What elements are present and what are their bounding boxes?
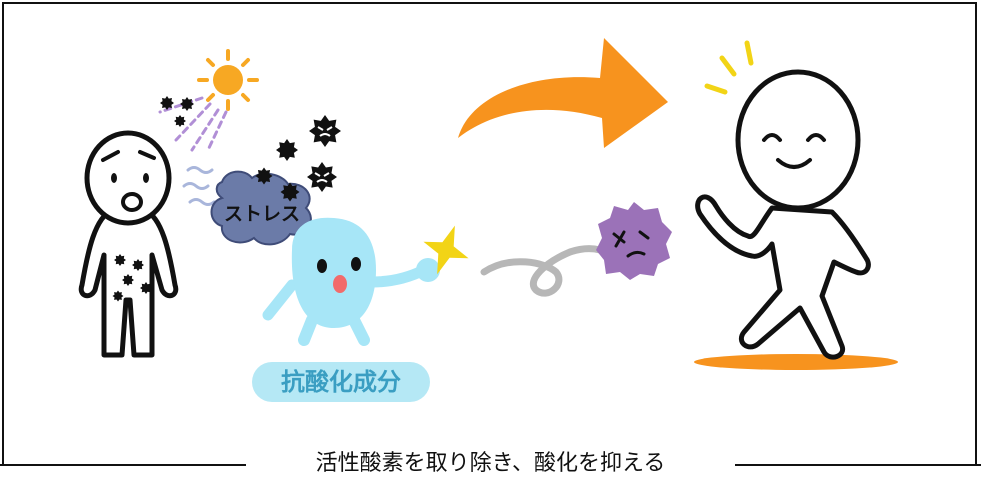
ground-shadow xyxy=(694,354,898,370)
diagram-caption: 活性酸素を取り除き、酸化を抑える xyxy=(315,451,666,476)
stress-label: ストレス xyxy=(224,203,300,225)
swoosh-icon xyxy=(480,245,604,297)
antioxidant-label: 抗酸化成分 xyxy=(281,368,401,396)
diagram-frame xyxy=(2,2,977,464)
antioxidant-character-icon xyxy=(262,217,440,346)
defeated-radical-icon xyxy=(596,202,672,280)
free-radical-icon xyxy=(255,115,341,202)
sun-icon xyxy=(158,49,259,152)
happy-walking-person-icon xyxy=(694,40,898,370)
arrow-icon xyxy=(458,38,668,148)
tired-person-icon xyxy=(78,130,179,358)
stress-lines-icon xyxy=(182,166,216,206)
sparkle-icon xyxy=(423,225,469,275)
caption-rule-right xyxy=(735,464,981,466)
caption-rule-left xyxy=(0,464,246,466)
antioxidant-badge: 抗酸化成分 xyxy=(252,362,430,402)
